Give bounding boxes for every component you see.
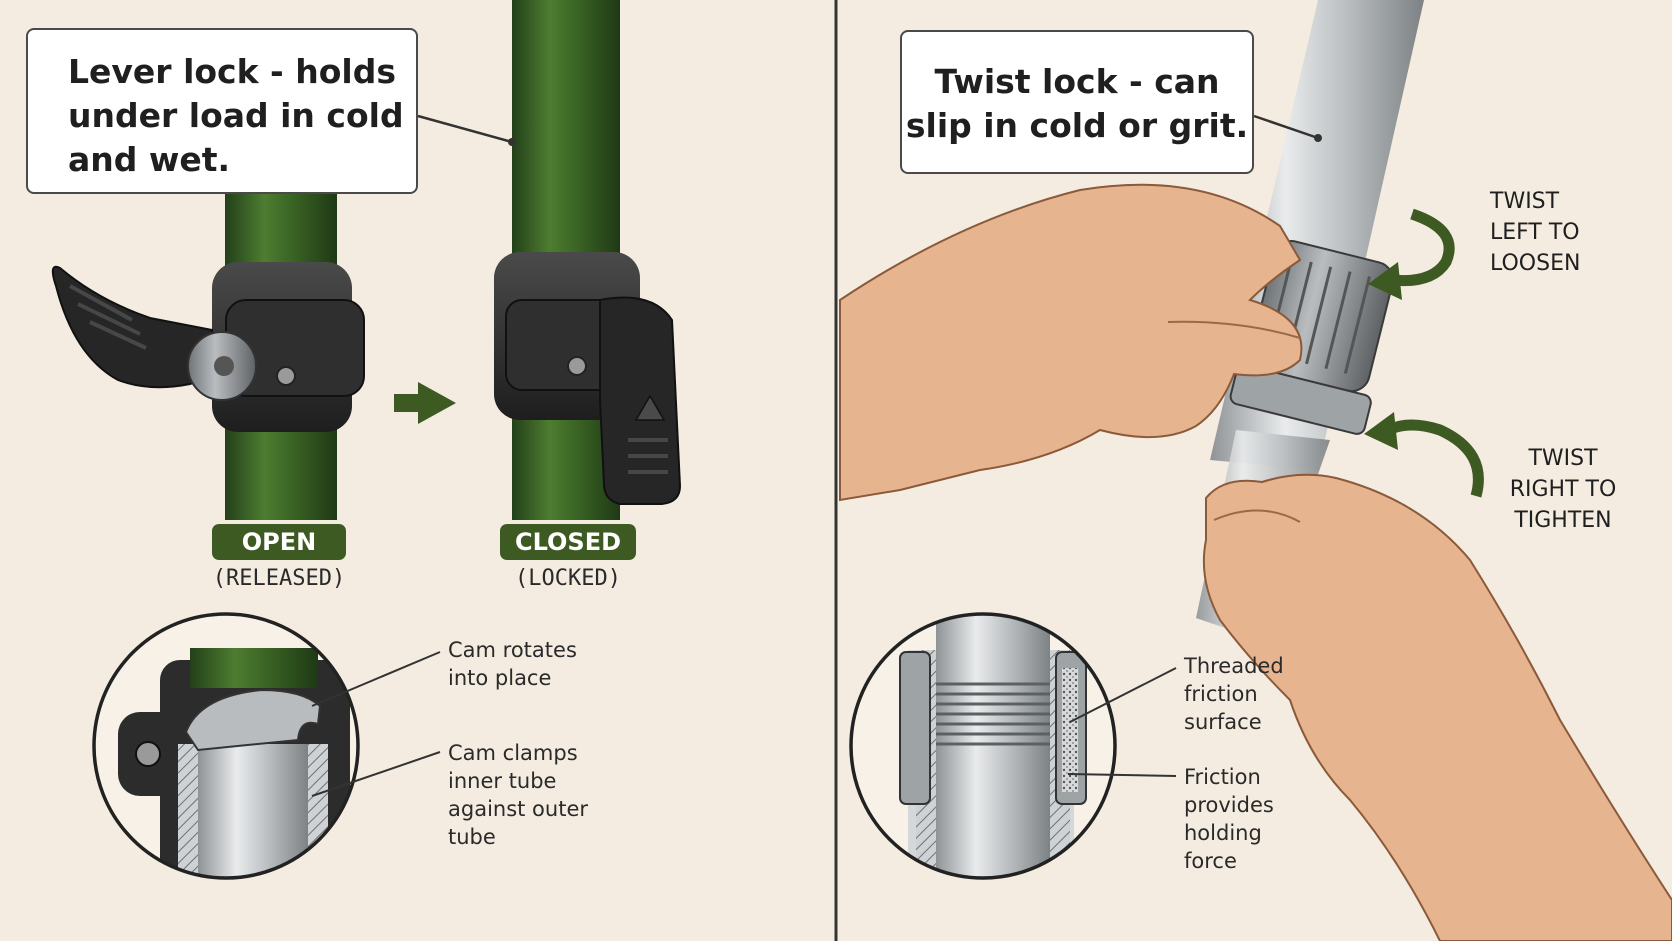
twist-tighten-label: TWIST RIGHT TO TIGHTEN (1508, 443, 1618, 536)
curved-arrow-loosen-icon (1368, 208, 1455, 300)
twist-lock-callout: Twist lock - can slip in cold or grit. (900, 30, 1254, 174)
curved-arrow-tighten-icon (1364, 412, 1484, 498)
callout-right-pointer-dot (1314, 134, 1322, 142)
arrow-right-icon (394, 382, 456, 424)
open-subtitle: (RELEASED) (212, 566, 346, 591)
open-lever-assembly (51, 190, 365, 520)
twist-lock-callout-line-1: Twist lock - can (934, 62, 1220, 101)
twist-loosen-line-1: TWIST (1490, 189, 1560, 214)
threaded-line-2: friction (1184, 682, 1258, 706)
friction-line-2: provides (1184, 793, 1274, 817)
twist-loosen-line-2: LEFT TO (1490, 220, 1580, 245)
twist-lock-callout-line-2: slip in cold or grit. (905, 106, 1249, 145)
closed-badge: CLOSED (500, 524, 636, 560)
friction-force-note: Friction provides holding force (1184, 763, 1274, 875)
cam-clamps-line-4: tube (448, 825, 496, 849)
open-badge: OPEN (212, 524, 346, 560)
twist-cutaway-detail (849, 612, 1177, 880)
warning-triangle-icon (634, 394, 666, 421)
lower-hand-crease (1213, 509, 1301, 523)
twist-loosen-line-3: LOOSEN (1490, 251, 1581, 276)
friction-line-1: Friction (1184, 765, 1261, 789)
closed-lever-assembly (494, 0, 682, 520)
cam-clamps-line-2: inner tube (448, 769, 557, 793)
callout-right-pointer (1253, 114, 1319, 140)
callout-left-pointer (417, 114, 513, 144)
twist-loosen-label: TWIST LEFT TO LOOSEN (1490, 186, 1580, 279)
lever-lock-callout-line-1: Lever lock - holds (68, 52, 396, 91)
lever-lock-callout: Lever lock - holds under load in cold an… (26, 28, 418, 194)
upper-hand-crease (1167, 320, 1301, 339)
cam-rotates-line-2: into place (448, 666, 552, 690)
twist-tighten-line-1: TWIST (1528, 446, 1598, 471)
friction-line-4: force (1184, 849, 1237, 873)
cam-rotates-line-1: Cam rotates (448, 638, 577, 662)
lever-lock-callout-line-3: and wet. (68, 140, 231, 179)
closed-subtitle: (LOCKED) (515, 566, 621, 591)
threaded-line-1: Threaded (1184, 654, 1284, 678)
threaded-line-3: surface (1184, 710, 1262, 734)
threaded-surface-note: Threaded friction surface (1184, 652, 1284, 736)
lever-lock-callout-line-2: under load in cold (68, 96, 404, 135)
cam-clamps-line-3: against outer (448, 797, 589, 821)
twist-tighten-line-3: TIGHTEN (1514, 508, 1612, 533)
callout-left-pointer-dot (508, 138, 516, 146)
lever-cutaway-detail (92, 612, 441, 880)
twist-tighten-line-2: RIGHT TO (1509, 477, 1617, 502)
lower-hand (1202, 473, 1672, 941)
cam-clamps-line-1: Cam clamps (448, 741, 578, 765)
cam-rotates-note: Cam rotates into place (448, 636, 577, 692)
friction-line-3: holding (1184, 821, 1262, 845)
cam-clamps-note: Cam clamps inner tube against outer tube (448, 739, 588, 851)
